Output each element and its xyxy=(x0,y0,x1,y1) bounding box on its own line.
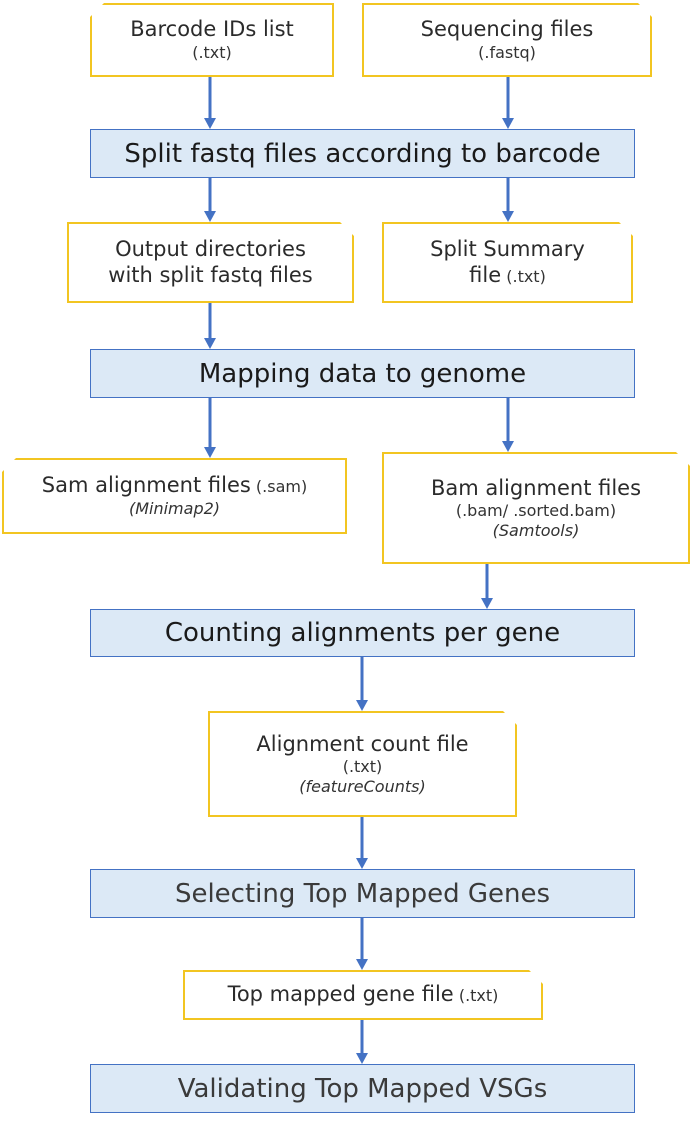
sequencing-files-ext: (.fastq) xyxy=(478,43,536,63)
sequencing-files-title: Sequencing files xyxy=(420,17,594,42)
count-title: Alignment count file xyxy=(256,731,469,756)
split-summary-ext: (.txt) xyxy=(506,266,546,286)
arrow-mapping-to-bam xyxy=(502,398,514,452)
bam-ext: (.bam/ .sorted.bam) xyxy=(455,501,617,521)
arrow-selecting-to-top-file xyxy=(356,918,368,970)
count-ext: (.txt) xyxy=(342,757,383,777)
bam-title: Bam alignment files xyxy=(430,475,642,500)
top-ext: (.txt) xyxy=(458,986,499,1006)
sam-ext: (.sam) xyxy=(255,477,308,497)
mapping-step: Mapping data to genome xyxy=(90,349,635,398)
counting-step: Counting alignments per gene xyxy=(90,609,635,657)
arrow-count-file-to-selecting xyxy=(356,817,368,869)
bam-alignment-file: Bam alignment files (.bam/ .sorted.bam) … xyxy=(382,452,690,564)
split-dirs-line2: with split fastq files xyxy=(108,262,313,287)
barcode-ids-title: Barcode IDs list xyxy=(130,17,294,42)
arrow-mapping-to-sam xyxy=(204,398,216,458)
top-mapped-gene-file: Top mapped gene file (.txt) xyxy=(183,970,543,1020)
arrow-sequencing-to-split xyxy=(502,77,514,129)
sam-alignment-file: Sam alignment files (.sam) (Minimap2) xyxy=(2,458,347,534)
sam-tool: (Minimap2) xyxy=(128,499,221,519)
split-output-directories: Output directories with split fastq file… xyxy=(67,222,354,303)
arrow-barcode-to-split xyxy=(204,77,216,129)
validating-step: Validating Top Mapped VSGs xyxy=(90,1064,635,1113)
selecting-step: Selecting Top Mapped Genes xyxy=(90,869,635,918)
arrow-counting-to-count-file xyxy=(356,657,368,711)
split-dirs-line1: Output directories xyxy=(115,236,306,261)
barcode-ids-ext: (.txt) xyxy=(192,43,232,63)
split-fastq-step: Split fastq files according to barcode xyxy=(90,129,635,178)
bam-tool: (Samtools) xyxy=(492,520,580,540)
barcode-ids-file: Barcode IDs list (.txt) xyxy=(90,3,334,77)
count-tool: (featureCounts) xyxy=(299,776,426,796)
split-summary-line2: file xyxy=(469,262,502,287)
top-title: Top mapped gene file xyxy=(227,982,454,1007)
arrow-top-file-to-validating xyxy=(356,1020,368,1064)
arrow-split-to-dirs xyxy=(204,178,216,222)
arrow-bam-to-counting xyxy=(481,564,493,609)
split-summary-line1: Split Summary xyxy=(430,236,585,261)
sam-title: Sam alignment files xyxy=(41,473,251,498)
alignment-count-file: Alignment count file (.txt) (featureCoun… xyxy=(208,711,517,817)
sequencing-files: Sequencing files (.fastq) xyxy=(362,3,652,77)
split-summary-file: Split Summary file (.txt) xyxy=(382,222,633,303)
arrow-split-to-summary xyxy=(502,178,514,222)
arrow-dirs-to-mapping xyxy=(204,303,216,349)
